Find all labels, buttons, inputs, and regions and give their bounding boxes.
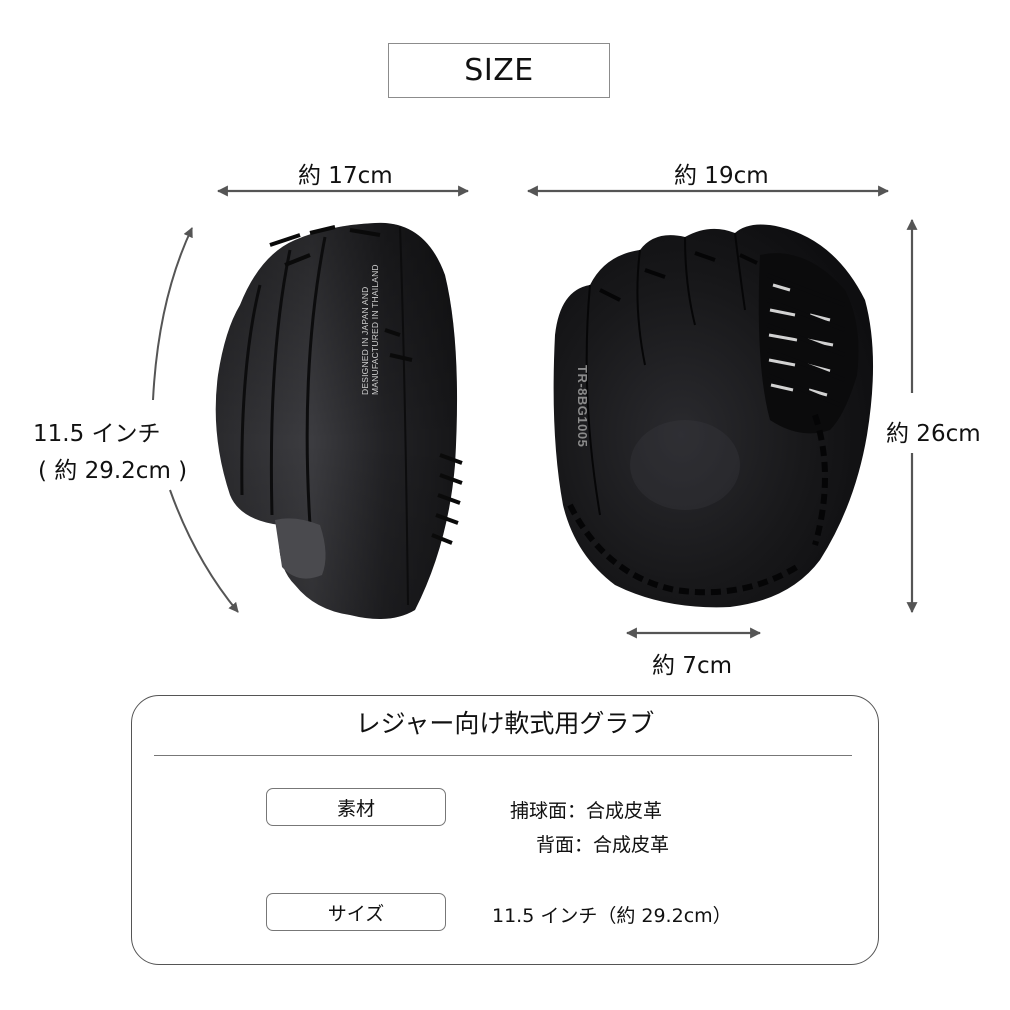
spec-title: レジャー向け軟式用グラブ — [355, 709, 655, 738]
length-arrow-top — [152, 227, 193, 401]
spec-value-material-back: 背面：合成皮革 — [536, 834, 670, 856]
height-label: 約 26cm — [886, 421, 981, 447]
length-label-line1: 11.5 インチ — [33, 421, 161, 447]
size-title: SIZE — [464, 53, 534, 88]
glove-back-print: DESIGNED IN JAPAN AND MANUFACTURED IN TH… — [360, 264, 380, 395]
wrist-width-label: 約 7cm — [652, 653, 732, 679]
glove-palm-view-image: TR-8BG1005 — [545, 215, 880, 615]
spec-value-material-palm: 捕球面：合成皮革 — [510, 800, 663, 822]
spec-label-size: サイズ — [266, 893, 446, 931]
back-width-label: 約 17cm — [298, 163, 393, 189]
spec-label-material: 素材 — [266, 788, 446, 826]
length-label-line2: ( 約 29.2cm ) — [38, 458, 188, 484]
glove-palm-icon — [553, 224, 874, 608]
spec-panel: レジャー向け軟式用グラブ 素材 捕球面：合成皮革 背面：合成皮革 サイズ 11.… — [131, 695, 879, 965]
palm-width-label: 約 19cm — [674, 163, 769, 189]
size-title-box: SIZE — [388, 43, 610, 98]
glove-model-print: TR-8BG1005 — [575, 365, 590, 448]
spec-value-size: 11.5 インチ（約 29.2cm） — [492, 905, 732, 927]
spec-divider — [154, 755, 852, 756]
glove-back-view-image: DESIGNED IN JAPAN AND MANUFACTURED IN TH… — [200, 215, 465, 625]
glove-back-icon — [215, 222, 463, 619]
